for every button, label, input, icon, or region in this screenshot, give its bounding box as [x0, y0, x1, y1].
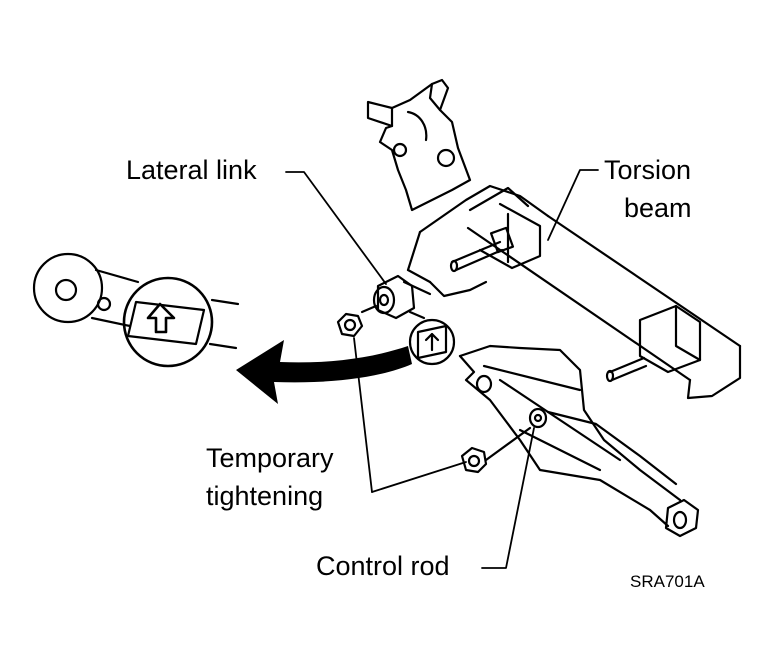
label-temporary: Temporary — [206, 443, 334, 473]
lateral-link-bushing — [360, 274, 432, 320]
up-arrow-icon — [146, 302, 176, 334]
label-tightening: tightening — [206, 481, 324, 511]
label-control-rod: Control rod — [316, 551, 450, 581]
large-direction-arrow — [236, 340, 412, 404]
nut-lower — [460, 426, 532, 474]
label-torsion-beam-line2: beam — [624, 193, 692, 223]
label-torsion-beam-line1: Torsion — [604, 155, 692, 185]
spindle-knuckle — [366, 78, 472, 212]
control-rod — [458, 344, 700, 538]
nut-upper — [336, 312, 364, 338]
figure-code: SRA701A — [630, 572, 705, 591]
alignment-inset — [32, 252, 240, 368]
beam-bolts — [449, 226, 648, 383]
label-lateral-link: Lateral link — [126, 155, 257, 185]
torsion-beam — [406, 184, 742, 400]
detail-circle-small — [408, 318, 456, 366]
